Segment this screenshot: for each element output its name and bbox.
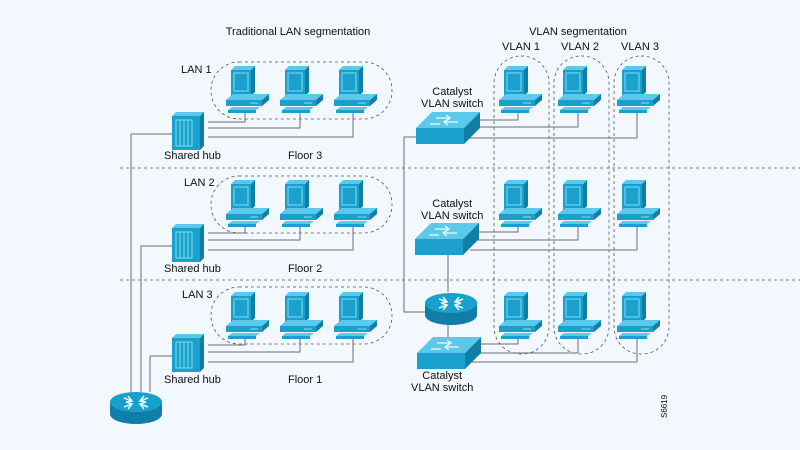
workstation: [333, 65, 378, 114]
workstation: [279, 291, 324, 340]
catalyst-switch-label: Catalyst VLAN switch: [421, 86, 484, 110]
vlan-label: VLAN 1: [502, 41, 540, 53]
vlan-group-outline: [553, 55, 610, 355]
workstation: [498, 65, 543, 114]
catalyst-switch-icon: [416, 336, 482, 370]
router-icon: [424, 292, 478, 326]
vlan-segmentation-title: VLAN segmentation: [529, 26, 627, 38]
shared-hub-label: Shared hub: [164, 150, 221, 162]
floor-label: Floor 1: [288, 374, 323, 386]
catalyst-switch-label: Catalyst VLAN switch: [421, 198, 484, 222]
vlan-links: [403, 110, 638, 363]
lan-label: LAN 1: [181, 64, 212, 76]
workstation: [225, 65, 270, 114]
shared-hub-label: Shared hub: [164, 374, 221, 386]
vlan-label: VLAN 2: [561, 41, 599, 53]
workstation: [498, 291, 543, 340]
lan-group-outline: [210, 286, 393, 345]
workstation: [498, 179, 543, 228]
workstation: [225, 179, 270, 228]
workstation: [616, 179, 661, 228]
traditional-lan-title: Traditional LAN segmentation: [225, 26, 371, 38]
vlan-group-outline: [493, 55, 550, 355]
vlan-group-outline: [613, 55, 670, 355]
workstation: [279, 65, 324, 114]
workstation: [557, 65, 602, 114]
floor-label: Floor 2: [288, 263, 323, 275]
shared-hub-label: Shared hub: [164, 263, 221, 275]
workstation: [333, 179, 378, 228]
workstation: [616, 65, 661, 114]
workstation: [557, 179, 602, 228]
lan-label: LAN 2: [184, 177, 215, 189]
lan-group-outline: [210, 61, 393, 120]
shared-hub-icon: [171, 111, 205, 151]
catalyst-switch-icon: [415, 111, 481, 145]
vlan-label: VLAN 3: [621, 41, 659, 53]
lan-label: LAN 3: [182, 289, 213, 301]
router-icon: [109, 391, 163, 425]
catalyst-switch-icon: [414, 222, 480, 256]
lan-group-outline: [210, 175, 393, 234]
catalyst-switch-label: Catalyst VLAN switch: [411, 370, 474, 394]
shared-hub-icon: [171, 223, 205, 263]
figure-id: S6619: [660, 394, 669, 418]
workstation: [557, 291, 602, 340]
workstation: [279, 179, 324, 228]
workstation: [225, 291, 270, 340]
workstation: [616, 291, 661, 340]
floor-label: Floor 3: [288, 150, 323, 162]
shared-hub-icon: [171, 333, 205, 373]
workstation: [333, 291, 378, 340]
